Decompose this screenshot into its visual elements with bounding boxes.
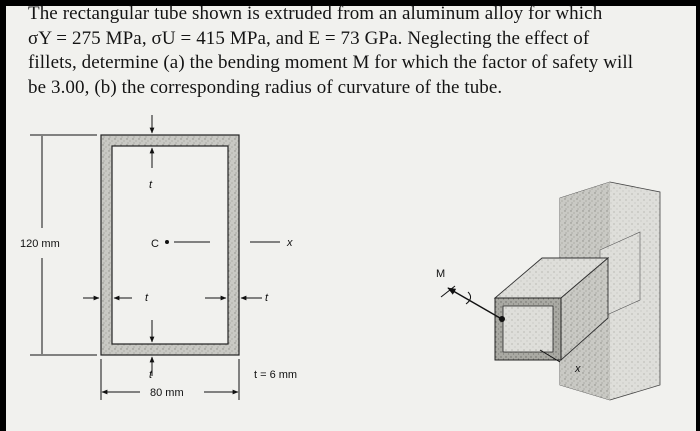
moment-label: M	[436, 268, 445, 280]
centroid-label: C	[151, 238, 159, 250]
x-axis-label: x	[286, 237, 293, 249]
beam-end-hollow	[502, 305, 554, 353]
problem-line-4: be 3.00, (b) the corresponding radius of…	[28, 76, 503, 98]
problem-line-3: fillets, determine (a) the bending momen…	[28, 52, 634, 73]
tube-cross-section	[100, 134, 240, 356]
centroid-dot	[165, 240, 169, 244]
problem-statement: The rectangular tube shown is extruded f…	[28, 2, 678, 100]
tube-inner-hollow	[111, 145, 229, 345]
height-dimension-label: 120 mm	[20, 238, 60, 250]
isometric-view: M x	[436, 181, 661, 401]
problem-line-2: σY = 275 MPa, σU = 415 MPa, and E = 73 G…	[28, 27, 590, 49]
right-thickness-label: t	[265, 292, 269, 304]
problem-line-1: The rectangular tube shown is extruded f…	[28, 3, 603, 24]
top-thickness-label: t	[149, 179, 153, 191]
left-thickness-label: t	[145, 292, 149, 304]
bottom-thickness-label: t	[149, 369, 153, 381]
iso-x-label: x	[574, 363, 581, 375]
width-dimension: 80 mm	[100, 359, 240, 400]
wall-thickness-label: t = 6 mm	[254, 369, 297, 381]
moment-vector	[447, 287, 501, 319]
width-dimension-label: 80 mm	[150, 387, 184, 399]
height-dimension: 120 mm	[20, 134, 97, 356]
